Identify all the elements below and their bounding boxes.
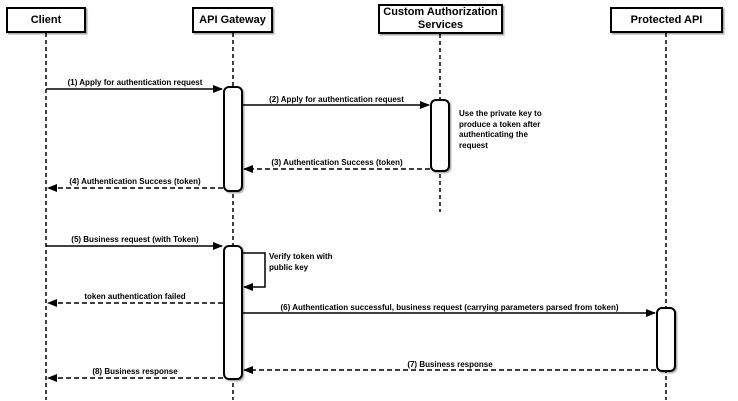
message-2-label: (2) Apply for authentication request (269, 95, 404, 104)
message-7-label: (7) Business response (407, 360, 493, 369)
actor-api-gateway-label: API Gateway (199, 13, 266, 26)
actor-protected-api: Protected API (610, 7, 723, 33)
actor-api-gateway: API Gateway (192, 7, 273, 33)
self-message-label: Verify token with public key (269, 252, 333, 272)
self-message-arrow (243, 252, 266, 291)
message-failed-label: token authentication failed (84, 292, 186, 301)
message-3-label: (3) Authentication Success (token) (271, 158, 403, 167)
actor-custom-authorization-services: Custom Authorization Services (378, 4, 503, 34)
message-8-label: (8) Business response (92, 367, 178, 376)
message-5-label: (5) Business request (with Token) (71, 235, 199, 244)
actor-protected-api-label: Protected API (630, 13, 703, 26)
message-6-label: (6) Authentication successful, business … (280, 303, 619, 312)
message-4-label: (4) Authentication Success (token) (69, 177, 201, 186)
activation-custom-authorization-services (430, 99, 450, 172)
actor-client: Client (6, 7, 86, 33)
actor-client-label: Client (30, 13, 62, 26)
actor-custom-authorization-services-label: Custom Authorization Services (383, 6, 498, 31)
activation-api-gateway-1 (223, 86, 243, 192)
activation-protected-api (656, 307, 676, 372)
note-private-key: Use the private key to produce a token a… (459, 109, 542, 150)
activation-api-gateway-2 (223, 245, 243, 380)
message-1-label: (1) Apply for authentication request (67, 78, 203, 87)
